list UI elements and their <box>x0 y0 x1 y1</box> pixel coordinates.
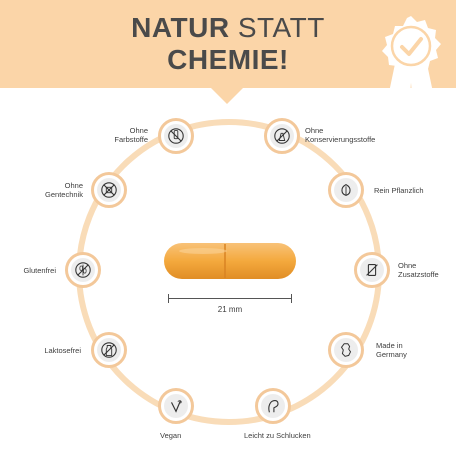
no-color-icon <box>158 118 194 154</box>
plant-leaf-icon <box>328 172 364 208</box>
label-gluten-free: Glutenfrei <box>23 266 56 275</box>
label-no-preservatives-line-1: Ohne <box>305 126 324 135</box>
label-no-gmo-line-1: Ohne <box>64 181 83 190</box>
vegan-icon <box>158 388 194 424</box>
capsule-image <box>164 243 296 279</box>
germany-map-icon <box>328 332 364 368</box>
gluten-free-icon <box>65 252 101 288</box>
label-no-gmo-line-2: Gentechnik <box>45 190 83 199</box>
no-preservatives-icon <box>264 118 300 154</box>
label-no-additives-line-1: Ohne <box>398 261 417 270</box>
label-no-preservatives-line-2: Konservierungsstoffe <box>305 135 376 144</box>
no-additives-icon <box>354 252 390 288</box>
label-made-in-germany-line-1: Made in <box>376 341 403 350</box>
label-made-in-germany-line-2: Germany <box>376 350 407 359</box>
dimension-line <box>168 298 292 299</box>
no-gmo-icon <box>91 172 127 208</box>
headline-line-1: NATUR STATT <box>131 12 325 43</box>
headline-line-2: CHEMIE! <box>167 44 289 75</box>
label-easy-swallow: Leicht zu Schlucken <box>244 431 311 440</box>
label-no-color-line-2: Farbstoffe <box>114 135 148 144</box>
dimension-tick-right <box>291 294 292 303</box>
header-banner <box>0 0 456 88</box>
lactose-free-icon <box>91 332 127 368</box>
label-no-additives-line-2: Zusatzstoffe <box>398 270 439 279</box>
capsule-dimension-line <box>168 294 292 303</box>
label-vegan: Vegan <box>160 431 181 440</box>
label-no-color-line-1: Ohne <box>129 126 148 135</box>
label-gluten-free-line-1: Glutenfrei <box>23 266 56 275</box>
capsule-size-label: 21 mm <box>217 305 243 314</box>
label-plant-based: Rein Pflanzlich <box>374 186 424 195</box>
label-easy-swallow-line-1: Leicht zu Schlucken <box>244 431 311 440</box>
label-lactose-free-line-1: Laktosefrei <box>44 346 81 355</box>
label-vegan-line-1: Vegan <box>160 431 182 440</box>
label-plant-based-line-1: Rein Pflanzlich <box>374 186 424 195</box>
easy-swallow-icon <box>255 388 291 424</box>
label-lactose-free: Laktosefrei <box>44 346 81 355</box>
check-seal-icon <box>382 16 441 106</box>
banner-pointer <box>210 87 244 104</box>
